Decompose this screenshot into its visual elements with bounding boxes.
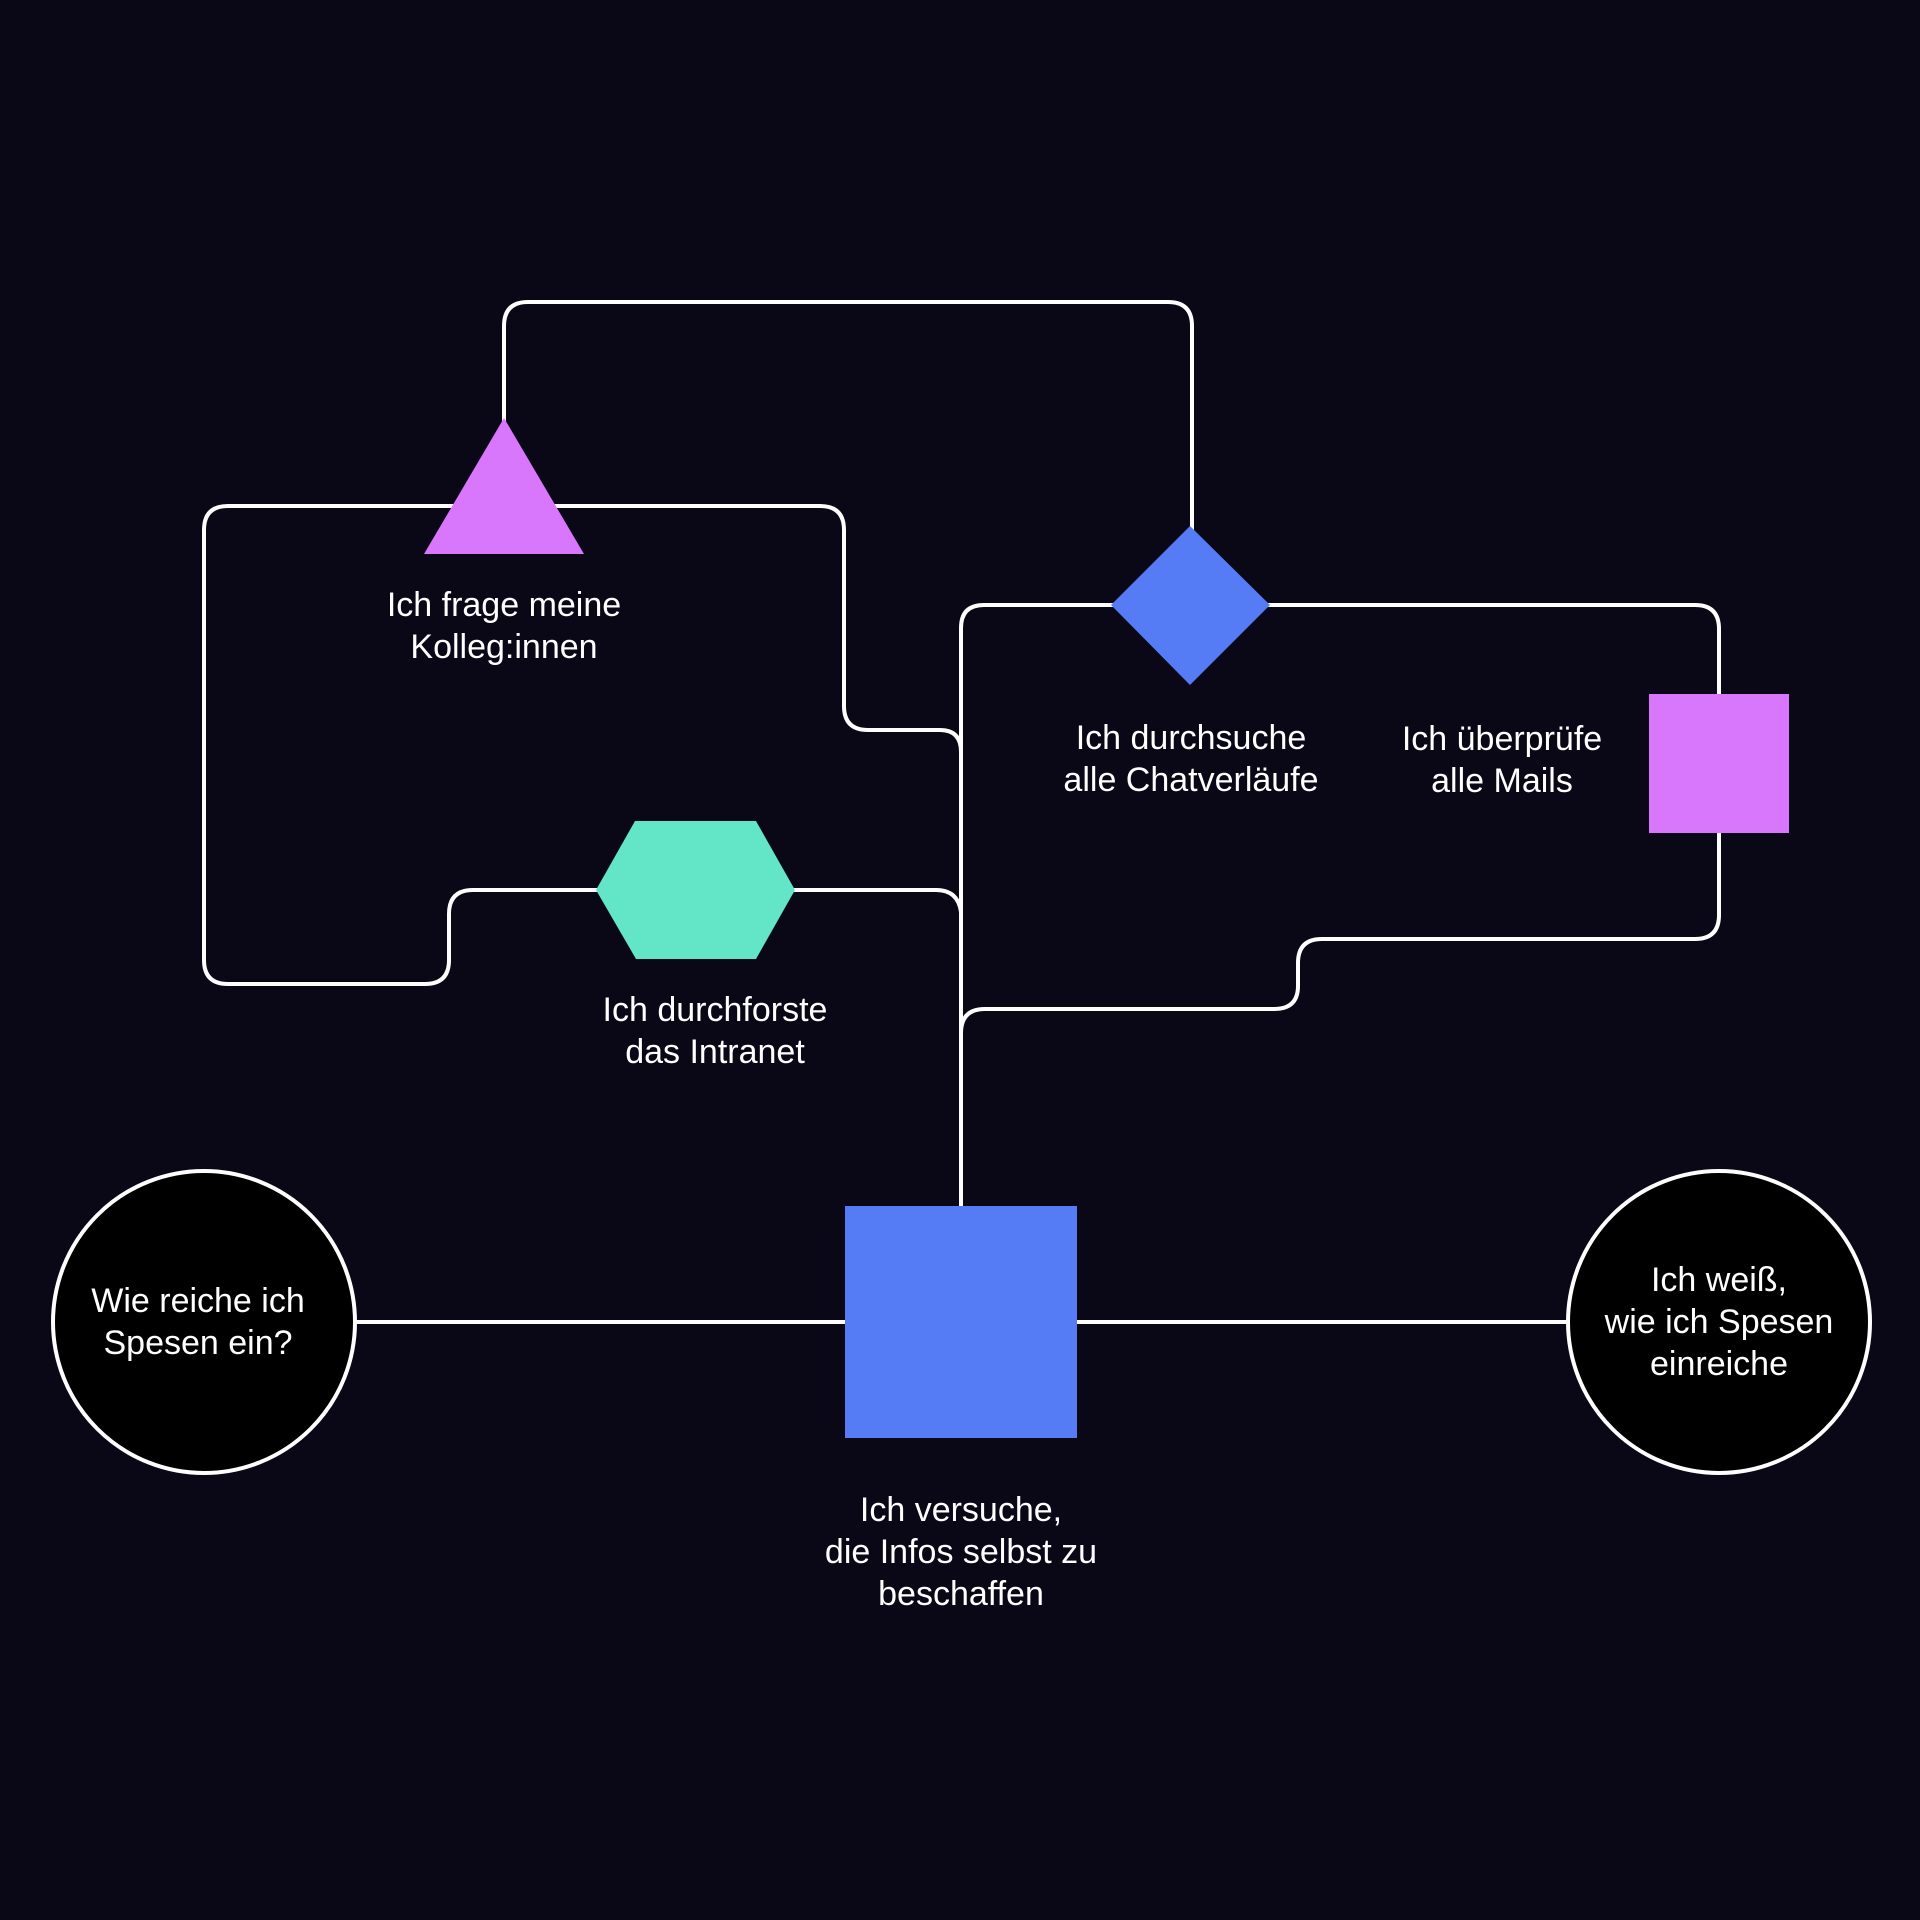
mails-label: Ich überprüfe alle Mails: [1402, 718, 1602, 802]
chats-label-line: alle Chatverläufe: [1063, 761, 1319, 799]
self-search-label: Ich versuche, die Infos selbst zu bescha…: [825, 1489, 1097, 1615]
connector-triangle-to-diamond: [502, 300, 1194, 532]
intranet-label: Ich durchforste das Intranet: [603, 989, 828, 1073]
end-label-line: wie ich Spesen: [1604, 1303, 1834, 1341]
start-circle-shape: [51, 1169, 357, 1475]
ask-colleagues-label-line: Ich frage meine: [386, 586, 622, 624]
end-label-line: einreiche: [1650, 1345, 1788, 1383]
intranet-label-line: das Intranet: [625, 1033, 805, 1071]
self-search-square-shape: [845, 1206, 1077, 1438]
ask-colleagues-triangle-shape: [424, 418, 584, 554]
start-label-line: Wie reiche ich: [91, 1282, 305, 1320]
chats-label: Ich durchsuche alle Chatverläufe: [1063, 717, 1318, 801]
chats-diamond-shape: [1111, 526, 1270, 685]
end-circle-shape: [1566, 1169, 1872, 1475]
connector-triangle-left-loop: [202, 504, 963, 986]
connector-trunk: [959, 603, 986, 1212]
mails-square-shape: [1649, 694, 1789, 833]
mails-label-line: Ich überprüfe: [1401, 720, 1603, 758]
connector-triangle-right-branch: [502, 504, 963, 754]
ask-colleagues-label-line: Kolleg:innen: [410, 628, 598, 666]
connector-diamond-to-mails: [959, 603, 1721, 1035]
start-label: Wie reiche ich Spesen ein?: [91, 1280, 305, 1364]
self-search-label-line: die Infos selbst zu: [824, 1533, 1098, 1571]
end-label-line: Ich weiß,: [1650, 1261, 1788, 1299]
ask-colleagues-label: Ich frage meine Kolleg:innen: [387, 584, 621, 668]
intranet-hexagon-shape: [596, 821, 795, 959]
self-search-label-line: Ich versuche,: [859, 1491, 1063, 1529]
start-label-line: Spesen ein?: [103, 1324, 293, 1362]
mails-label-line: alle Mails: [1431, 762, 1573, 800]
self-search-label-line: beschaffen: [878, 1575, 1044, 1613]
end-label: Ich weiß, wie ich Spesen einreiche: [1605, 1259, 1834, 1385]
intranet-label-line: Ich durchforste: [602, 991, 828, 1029]
chats-label-line: Ich durchsuche: [1075, 719, 1307, 757]
